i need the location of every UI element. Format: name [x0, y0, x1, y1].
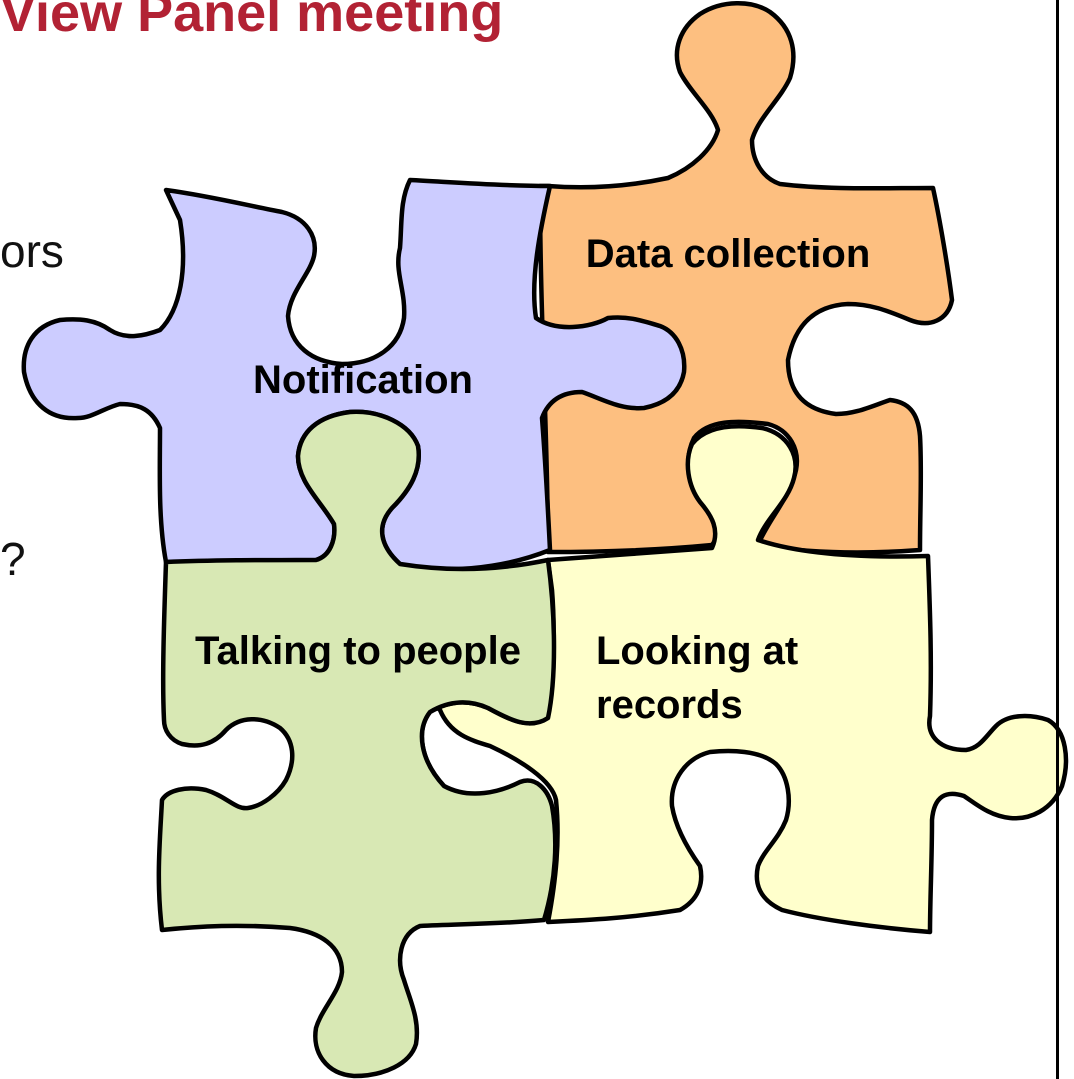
looking-at-records-label-line-1: Looking at	[596, 629, 798, 673]
looking-at-records-label-line-2: records	[596, 683, 743, 727]
data-collection-label: Data collection	[586, 232, 871, 276]
puzzle-piece-shape	[21, 177, 687, 572]
puzzle-piece-notification	[21, 177, 687, 572]
slide-right-border	[1056, 0, 1059, 1079]
talking-to-people-label: Talking to people	[195, 629, 521, 673]
slide-title: View Panel meeting	[0, 0, 504, 43]
bullet-text-fragment: ?	[0, 533, 26, 585]
puzzle-piece-shape	[156, 409, 558, 1079]
puzzle-piece-talking-to-people	[156, 409, 558, 1079]
bullet-text-fragment: ors	[0, 225, 64, 277]
notification-label: Notification	[253, 358, 473, 402]
